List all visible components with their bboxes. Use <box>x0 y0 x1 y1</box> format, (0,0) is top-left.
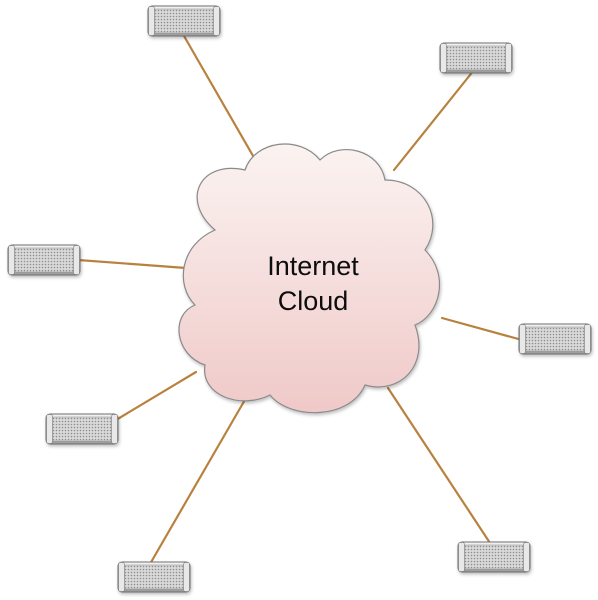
link-bottom-left <box>148 396 248 566</box>
link-right <box>440 316 524 342</box>
connection-lines <box>76 34 524 566</box>
server-icon <box>457 541 531 573</box>
link-top-right <box>392 68 476 172</box>
server-icon <box>7 244 81 276</box>
server-icon <box>439 42 513 74</box>
server-icon <box>518 323 592 355</box>
server-icon <box>45 413 119 445</box>
internet-cloud: Internet Cloud <box>178 143 440 414</box>
cloud-label-line2: Cloud <box>278 286 349 316</box>
link-left <box>76 258 188 270</box>
server-icon <box>117 561 191 593</box>
link-bottom-right <box>386 386 494 548</box>
server-icon <box>147 5 221 37</box>
cloud-shape <box>178 143 440 414</box>
cloud-label-line1: Internet <box>267 251 359 281</box>
link-left-lower <box>114 370 198 422</box>
link-top <box>182 34 262 170</box>
